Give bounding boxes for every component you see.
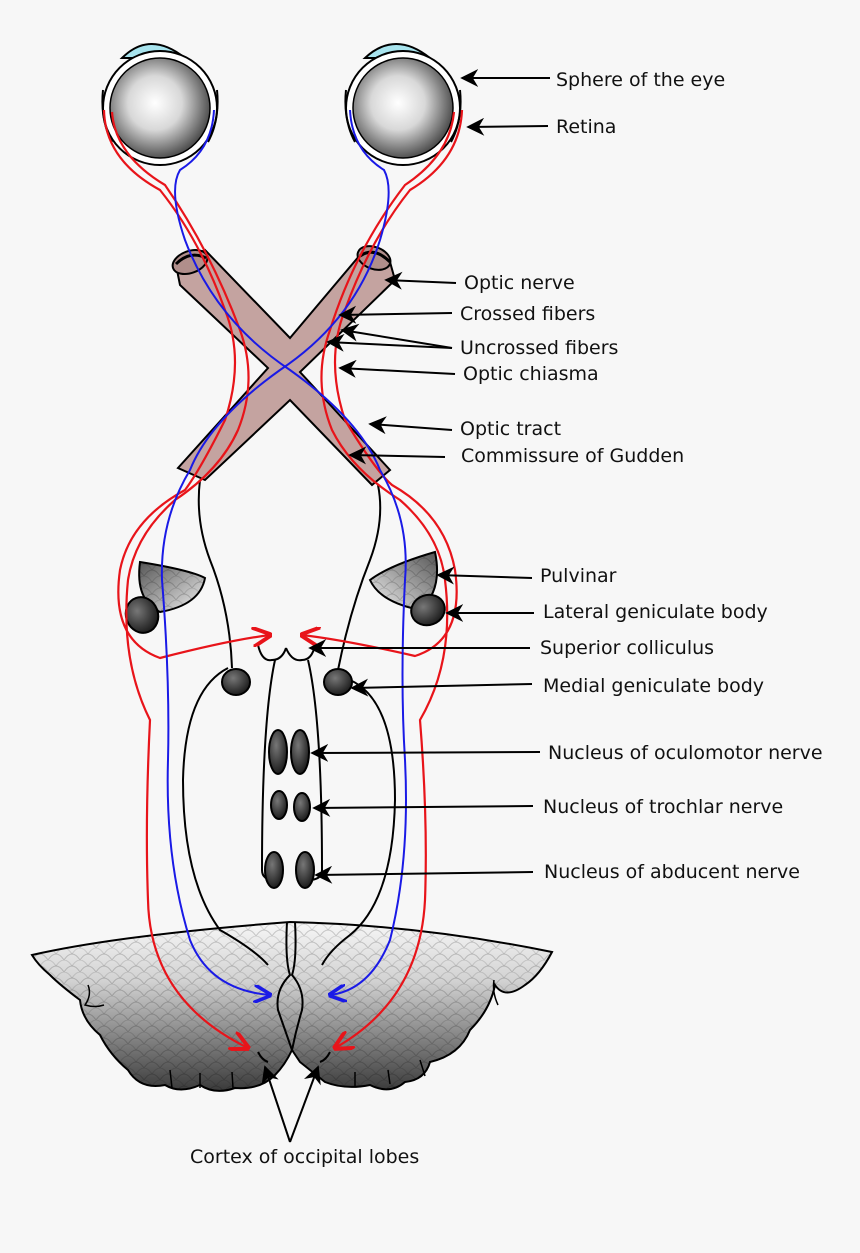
label-optic-nerve: Optic nerve <box>464 272 575 294</box>
label-optic-tract: Optic tract <box>460 418 561 440</box>
label-nucleus-abducent: Nucleus of abducent nerve <box>544 861 800 883</box>
label-superior-colliculus: Superior colliculus <box>540 637 714 659</box>
label-medial-geniculate-body: Medial geniculate body <box>543 675 764 697</box>
left-pulvinar <box>138 560 207 614</box>
nucleus-oculomotor <box>268 729 310 775</box>
right-medial-geniculate-body <box>323 668 353 696</box>
right-lateral-geniculate-body <box>410 593 446 627</box>
label-sphere-of-eye: Sphere of the eye <box>556 69 725 91</box>
left-medial-geniculate-body <box>221 668 251 696</box>
label-nucleus-oculomotor: Nucleus of oculomotor nerve <box>548 742 823 764</box>
nucleus-abducent <box>264 851 315 889</box>
label-crossed-fibers: Crossed fibers <box>460 303 595 325</box>
occipital-cortex <box>30 920 554 1092</box>
right-eye <box>344 43 462 166</box>
labels: Sphere of the eye Retina Optic nerve Cro… <box>190 69 823 1168</box>
left-eye <box>101 43 219 166</box>
label-commissure-of-gudden: Commissure of Gudden <box>461 445 684 467</box>
uncrossed-fibers <box>102 109 464 1048</box>
midbrain-tracts <box>181 479 397 966</box>
label-nucleus-trochlar: Nucleus of trochlar nerve <box>543 796 783 818</box>
label-lateral-geniculate-body: Lateral geniculate body <box>543 601 768 623</box>
right-pulvinar <box>368 550 439 612</box>
label-optic-chiasma: Optic chiasma <box>463 363 599 385</box>
crossed-fibers <box>160 109 407 995</box>
label-arrows <box>261 69 550 1143</box>
label-retina: Retina <box>556 116 616 138</box>
label-cortex-occipital: Cortex of occipital lobes <box>190 1146 419 1168</box>
nucleus-trochlar <box>270 790 311 822</box>
label-pulvinar: Pulvinar <box>540 565 617 587</box>
label-uncrossed-fibers: Uncrossed fibers <box>460 337 618 359</box>
